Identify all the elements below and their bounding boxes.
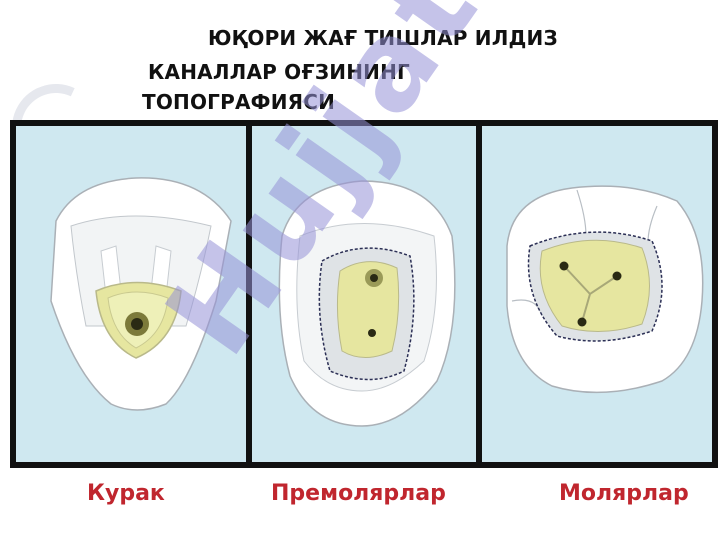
teeth-illustration-frame (10, 120, 718, 468)
incisor-panel (16, 126, 246, 462)
label-molars: Молярлар (559, 481, 689, 506)
label-incisors: Курак (87, 481, 165, 506)
title-line-1: ЮҚОРИ ЖАҒ ТИШЛАР ИЛДИЗ (208, 26, 558, 50)
molar-panel (482, 126, 712, 462)
premolar-panel (252, 126, 476, 462)
incisor-illustration (50, 177, 232, 411)
title-line-2: КАНАЛЛАР ОҒЗИНИНГ (148, 60, 410, 84)
title-line-3: ТОПОГРАФИЯСИ (142, 90, 336, 114)
molar-illustration (506, 185, 704, 394)
label-premolars: Премолярлар (271, 481, 446, 506)
premolar-illustration (278, 180, 456, 427)
